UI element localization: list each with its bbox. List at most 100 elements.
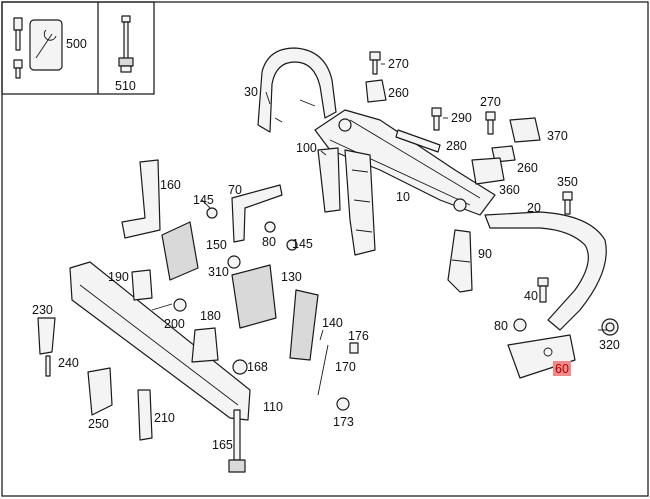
- label-173: 173: [333, 415, 354, 429]
- label-360: 360: [499, 183, 520, 197]
- bolt-shank: [15, 67, 21, 79]
- bolt-collar: [118, 57, 134, 67]
- bolt-head: [120, 65, 132, 73]
- cross-member-hole: [338, 118, 352, 132]
- part-90-post: [447, 229, 473, 293]
- bolt-head: [513, 318, 527, 332]
- part-160-bracket: [121, 159, 161, 239]
- part-370-bracket: [509, 117, 541, 143]
- highlight-60: [553, 361, 571, 376]
- wrench-icon: [35, 29, 57, 59]
- leader-140: [319, 329, 324, 341]
- cover-body: [289, 289, 319, 361]
- grommet-inner: [605, 322, 615, 332]
- curved-arm-body: [484, 211, 607, 331]
- bolt-shank: [123, 21, 129, 61]
- part-210-brace: [137, 389, 153, 441]
- label-168: 168: [247, 360, 268, 374]
- label-30: 30: [244, 85, 258, 99]
- label-350: 350: [557, 175, 578, 189]
- post-right: [344, 149, 376, 256]
- label-260a: 260: [388, 86, 409, 100]
- bolt-head: [369, 51, 381, 61]
- label-320: 320: [599, 338, 620, 352]
- part-180-bracket: [191, 327, 219, 363]
- label-145b: 145: [292, 237, 313, 251]
- bracket-body: [507, 334, 576, 379]
- label-200: 200: [164, 317, 185, 331]
- post-detail: [451, 259, 471, 263]
- bracket-body: [231, 184, 283, 243]
- label-190: 190: [108, 270, 129, 284]
- bolt-head: [336, 397, 350, 411]
- leader-30: [265, 91, 271, 105]
- bolt-head: [431, 107, 442, 117]
- bolt-shank: [233, 409, 241, 461]
- label-90: 90: [478, 247, 492, 261]
- post-ribs: [351, 169, 373, 233]
- label-170: 170: [335, 360, 356, 374]
- part-270a-bolt: [369, 51, 381, 75]
- bracket-body: [121, 159, 161, 239]
- inset-border: [1, 1, 155, 95]
- pin-body: [45, 355, 51, 377]
- part-70-bracket: [231, 184, 283, 243]
- part-40-bolt: [537, 277, 549, 303]
- bracket-body: [231, 264, 277, 329]
- bolt-head: [286, 239, 298, 251]
- label-290: 290: [451, 111, 472, 125]
- part-230-bracket: [37, 317, 56, 355]
- label-160: 160: [160, 178, 181, 192]
- leader-lines: [151, 63, 608, 455]
- clip-body: [349, 342, 359, 354]
- label-370: 370: [547, 129, 568, 143]
- part-60-bracket: [507, 334, 576, 379]
- label-180: 180: [200, 309, 221, 323]
- label-230: 230: [32, 303, 53, 317]
- nut-body: [227, 255, 241, 269]
- part-260a-clip: [365, 79, 387, 103]
- post-left: [317, 147, 341, 213]
- label-270a: 270: [388, 57, 409, 71]
- part-110-bumper-beam: [69, 261, 251, 421]
- part-500-bolts-wrench: [13, 17, 63, 79]
- nut-body: [232, 359, 248, 375]
- wrench-card: [29, 19, 63, 71]
- bolt-head: [264, 221, 276, 233]
- label-240: 240: [58, 356, 79, 370]
- bolt-shank: [487, 119, 494, 135]
- label-250: 250: [88, 417, 109, 431]
- label-140: 140: [322, 316, 343, 330]
- bolt-head: [562, 191, 573, 201]
- bolt-head: [485, 111, 496, 121]
- brace-body: [137, 389, 153, 441]
- part-20-curved-arm: [484, 211, 607, 331]
- part-176-clip: [349, 342, 359, 354]
- part-80b-bolt: [513, 318, 527, 332]
- label-110: 110: [263, 400, 283, 414]
- bracket-body: [87, 367, 113, 416]
- label-130: 130: [281, 270, 302, 284]
- label-70: 70: [228, 183, 242, 197]
- part-510-long-bolt: [118, 15, 134, 73]
- bolt-head: [173, 298, 187, 312]
- part-173-bolt: [336, 397, 350, 411]
- bracket-body: [509, 117, 541, 143]
- bolt-head: [13, 59, 23, 69]
- bracket-body: [471, 157, 505, 185]
- beam-edge: [79, 284, 239, 406]
- bolt-head: [537, 277, 549, 287]
- part-145b-bolt: [286, 239, 298, 251]
- part-310-nut: [227, 255, 241, 269]
- bolt-head: [206, 207, 218, 219]
- label-260b: 260: [517, 161, 538, 175]
- bolt-shank: [433, 115, 440, 131]
- part-150-bracket: [161, 221, 199, 281]
- bracket-body: [37, 317, 56, 355]
- part-320-grommet: [601, 318, 619, 336]
- part-240-pin: [45, 355, 51, 377]
- bracket-body: [191, 327, 219, 363]
- bolt-head: [13, 17, 23, 31]
- leader-100: [320, 150, 327, 156]
- part-100-vertical-post: [317, 147, 376, 256]
